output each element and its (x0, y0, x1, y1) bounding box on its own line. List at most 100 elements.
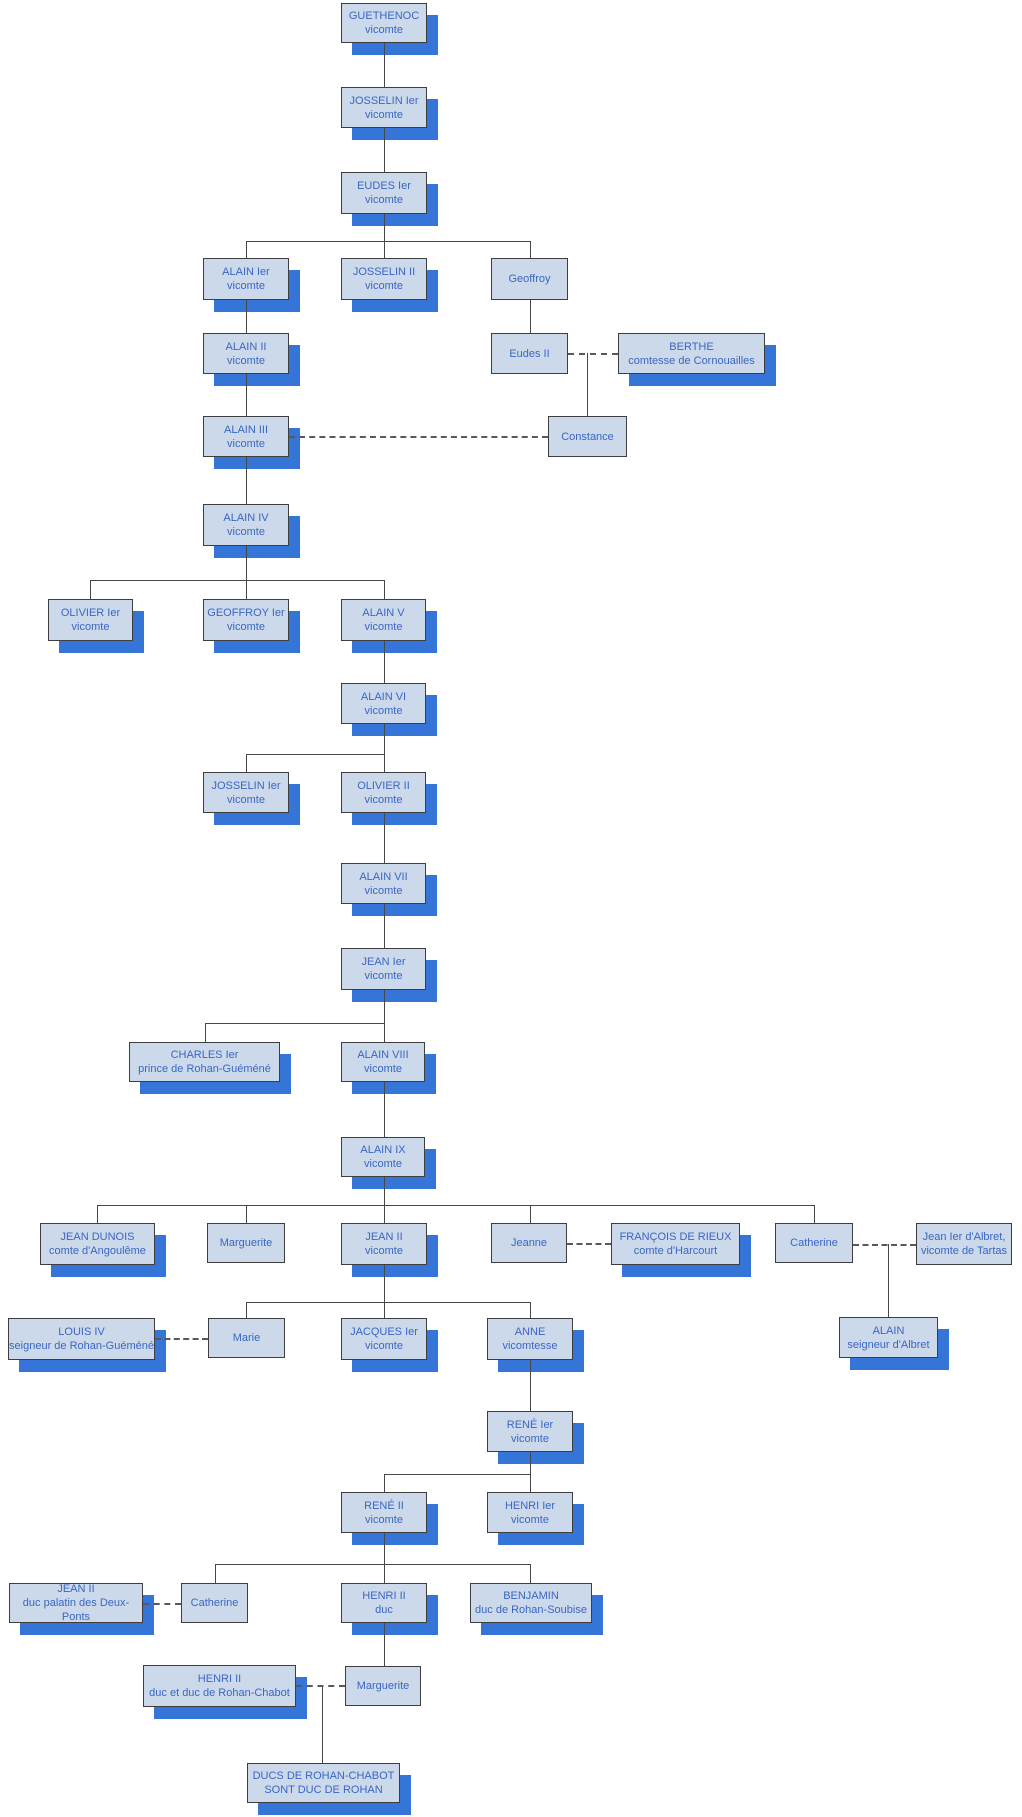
person-title: comte d'Harcourt (633, 1245, 718, 1257)
person-name: OLIVIER II (357, 779, 410, 792)
person-title: duc palatin des Deux-Ponts (22, 1597, 130, 1623)
person-name: OLIVIER Ier (60, 607, 121, 619)
person-node-jeanne[interactable]: Jeanne (491, 1223, 567, 1263)
descent-line-vertical (384, 754, 385, 772)
person-node-catherine-1[interactable]: Catherine (775, 1223, 853, 1263)
person-name: Catherine (190, 1597, 239, 1609)
person-title: vicomte (227, 354, 265, 367)
person-name: RENÉ Ier (506, 1418, 554, 1431)
person-name: JOSSELIN II (352, 266, 416, 278)
descent-line-vertical (530, 1205, 531, 1223)
person-name: GUETHENOC (348, 10, 420, 22)
person-title: vicomte (364, 970, 403, 982)
person-name: BERTHE (669, 340, 714, 353)
person-name: ALAIN IV (223, 512, 269, 524)
descent-line-vertical (90, 580, 91, 599)
descent-line-vertical (384, 241, 385, 258)
person-name: LOUIS IV (58, 1326, 105, 1338)
person-title: vicomte (227, 621, 265, 633)
person-name: DUCS DE ROHAN-CHABOT (252, 1770, 395, 1782)
descent-line-horizontal (205, 1023, 384, 1024)
descent-line-vertical (322, 1685, 323, 1763)
descent-line-vertical (246, 374, 247, 416)
person-node-ducs-rohan-chabot[interactable]: DUCS DE ROHAN-CHABOT SONT DUC DE ROHAN (247, 1763, 400, 1803)
marriage-dashed-line (296, 1685, 345, 1687)
descent-line-horizontal (90, 580, 384, 581)
descent-line-vertical (384, 1474, 385, 1492)
person-node-jean-1er-albret[interactable]: Jean Ier d'Albret,vicomte de Tartas (916, 1223, 1012, 1265)
person-node-marguerite-2[interactable]: Marguerite (345, 1666, 421, 1706)
person-node-geoffroy[interactable]: Geoffroy (491, 258, 568, 300)
person-node-constance[interactable]: Constance (548, 416, 627, 457)
person-title: vicomte (365, 1245, 403, 1257)
descent-line-vertical (384, 1205, 385, 1223)
descent-line-vertical (384, 1533, 385, 1564)
person-name: ALAIN Ier (222, 266, 270, 278)
person-node-catherine-2[interactable]: Catherine (181, 1583, 248, 1623)
person-title: vicomte de Tartas (920, 1245, 1007, 1257)
person-title: duc de Rohan-Soubise (475, 1604, 587, 1616)
person-title: SONT DUC DE ROHAN (264, 1784, 383, 1796)
person-name: Jeanne (510, 1237, 548, 1249)
marriage-dashed-line (143, 1603, 181, 1605)
person-node-marie[interactable]: Marie (208, 1318, 285, 1358)
person-name: ALAIN II (225, 340, 267, 353)
descent-line-vertical (384, 1265, 385, 1302)
person-title: vicomte (365, 108, 403, 121)
person-title: vicomte (364, 1158, 402, 1170)
descent-line-vertical (530, 1452, 531, 1474)
descent-line-vertical (384, 1177, 385, 1205)
descent-line-horizontal (215, 1564, 530, 1565)
descent-line-vertical (587, 353, 588, 416)
descent-line-vertical (530, 1564, 531, 1583)
descent-line-vertical (814, 1205, 815, 1223)
person-node-jean-1er[interactable]: JEAN Ier vicomte (341, 948, 426, 990)
person-title: vicomte (227, 437, 265, 450)
descent-line-horizontal (246, 1302, 530, 1303)
person-title: prince de Rohan-Guéméné (138, 1063, 271, 1075)
descent-line-vertical (530, 1360, 531, 1411)
person-name: JEAN Ier (361, 956, 406, 968)
person-name: Eudes II (509, 347, 550, 360)
marriage-dashed-line (568, 353, 618, 355)
person-node-eudes-2[interactable]: Eudes II (491, 333, 568, 374)
descent-line-vertical (384, 1623, 385, 1666)
descent-line-vertical (384, 724, 385, 754)
person-name: HENRI II (197, 1673, 242, 1685)
descent-line-horizontal (246, 754, 384, 755)
person-node-marguerite-1[interactable]: Marguerite (207, 1223, 285, 1263)
